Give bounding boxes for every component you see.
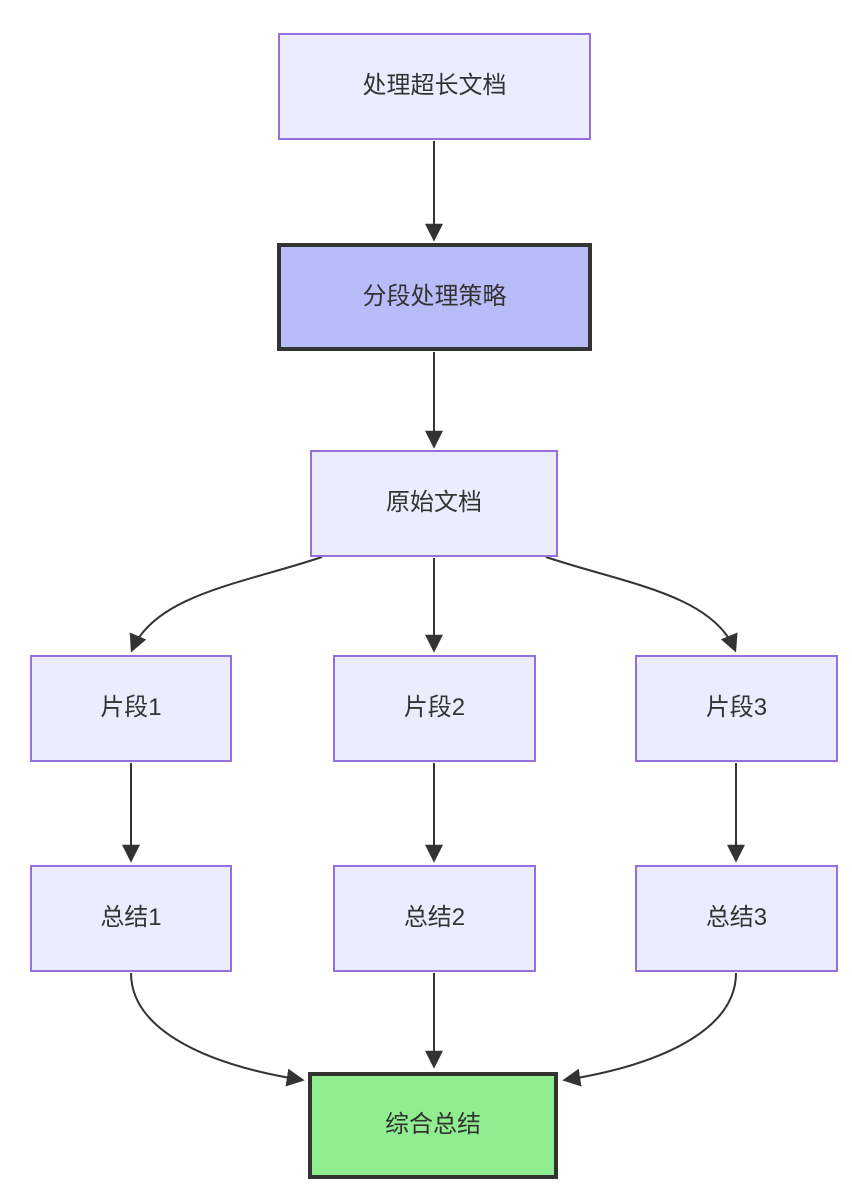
node-fragment-2-label: 片段2 (403, 694, 466, 722)
node-strategy: 分段处理策略 (277, 243, 592, 351)
edge-summary3-final (562, 972, 737, 1087)
node-source-doc: 原始文档 (310, 450, 558, 557)
node-final-summary-label: 综合总结 (385, 1111, 481, 1139)
edge-source-fragment3 (545, 556, 738, 653)
node-summary-2-label: 总结2 (403, 904, 466, 932)
node-fragment-3: 片段3 (635, 655, 838, 762)
node-fragment-3-label: 片段3 (705, 694, 768, 722)
node-summary-1: 总结1 (30, 865, 232, 972)
edge-summary1-final (130, 972, 305, 1087)
node-summary-3: 总结3 (635, 865, 838, 972)
node-fragment-2: 片段2 (333, 655, 536, 762)
node-summary-2: 总结2 (333, 865, 536, 972)
node-final-summary: 综合总结 (308, 1072, 558, 1179)
node-fragment-1-label: 片段1 (100, 694, 162, 722)
node-source-doc-label: 原始文档 (386, 489, 482, 517)
node-start: 处理超长文档 (278, 33, 591, 140)
node-start-label: 处理超长文档 (362, 72, 507, 100)
node-fragment-1: 片段1 (30, 655, 232, 762)
node-summary-3-label: 总结3 (705, 904, 768, 932)
edge-source-fragment1 (129, 556, 323, 653)
node-strategy-label: 分段处理策略 (362, 282, 507, 310)
node-summary-1-label: 总结1 (100, 904, 162, 932)
